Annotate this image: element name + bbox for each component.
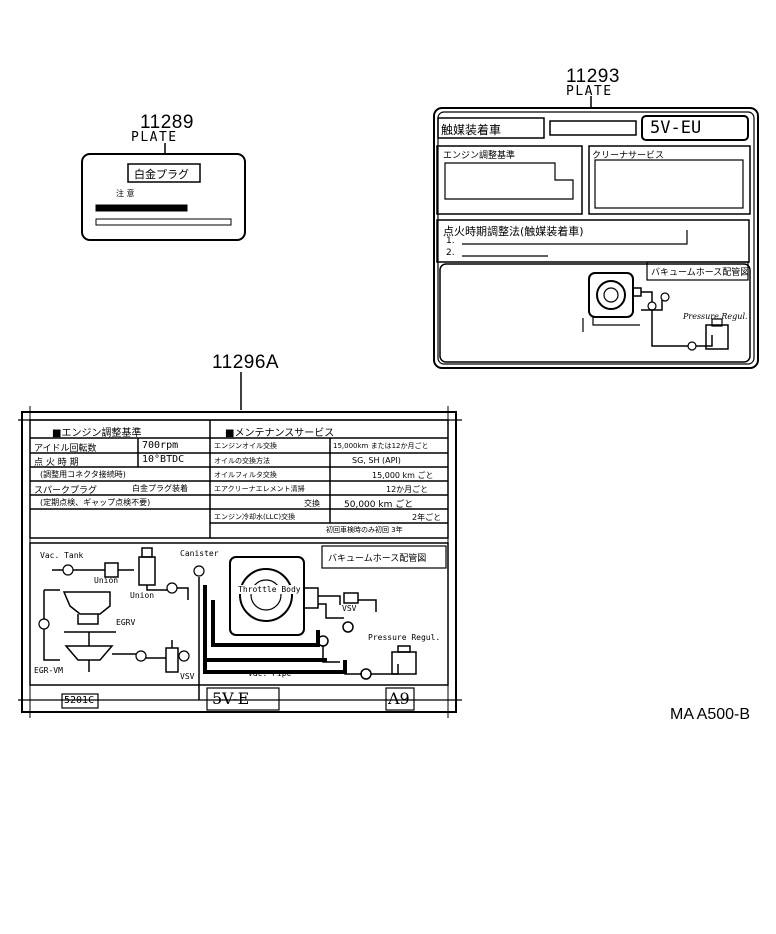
- right-row-value: 50,000 km ごと: [344, 500, 414, 510]
- plate-11293-ign-row1: 1.: [446, 236, 455, 246]
- part-number-11293: 11293: [566, 66, 620, 87]
- label-throttle-body: Throttle Body: [238, 585, 301, 594]
- part-number-11296A: 11296A: [212, 352, 280, 373]
- left-row-label: 点 火 時 期: [34, 458, 79, 468]
- right-row-label: 交換: [304, 499, 320, 508]
- plate-11293-box1-label: エンジン調整基準: [443, 151, 516, 161]
- right-row-label: オイルフィルタ交換: [214, 471, 277, 479]
- label-vsv-1: VSV: [180, 672, 195, 681]
- plate-label-11293: PLATE: [566, 84, 613, 99]
- plate-11293-pressure-regul: Pressure Regul.: [683, 312, 748, 321]
- plate-11289-title: 白金プラグ: [134, 168, 189, 181]
- label-union-2: Union: [130, 591, 155, 600]
- label-pressure-regul: Pressure Regul.: [368, 633, 441, 642]
- diagram-vacuum-label: バキュームホース配管図: [328, 554, 427, 564]
- left-row-label: アイドル回転数: [34, 444, 97, 454]
- label-vac-pipe: Vac. Pipe: [248, 669, 292, 678]
- table-right-header: ■メンテナンスサービス: [225, 428, 335, 439]
- left-row-label: (定期点検、ギャップ点検不要): [40, 498, 151, 507]
- left-row-label: スパークプラグ: [34, 486, 98, 496]
- left-row-label: (調整用コネクタ接続時): [40, 470, 126, 479]
- footer-engine-code: 5V-E: [212, 689, 250, 708]
- plate-label-11289: PLATE: [131, 130, 178, 145]
- right-row-label: オイルの交換方法: [214, 457, 270, 465]
- plate-11289-caution: 注 意: [116, 189, 135, 198]
- plate-11293-engine-code: 5V-EU: [650, 118, 702, 138]
- label-union-1: Union: [94, 576, 119, 585]
- left-row-value: 白金プラグ装着: [132, 484, 188, 493]
- label-vsv-2: VSV: [342, 604, 357, 613]
- label-vac-tank: Vac. Tank: [40, 551, 84, 560]
- right-row-value: 15,000km または12か月ごと: [333, 442, 429, 450]
- right-row-label: エンジンオイル交換: [214, 442, 277, 450]
- right-row-value: 15,000 km ごと: [372, 471, 434, 480]
- right-row-value: SG, SH (API): [352, 456, 401, 465]
- plate-11296A-outline: [21, 411, 457, 713]
- right-row-label: エアクリーナエレメント清掃: [214, 485, 305, 493]
- footer-left-code: 5201C: [64, 695, 95, 706]
- right-row-value: 2年ごと: [412, 513, 442, 522]
- plate-11293-ign-row2: 2.: [446, 248, 455, 258]
- label-egrv: EGRV: [116, 618, 136, 627]
- plate-11289-outline: [81, 153, 246, 241]
- left-row-value: 700rpm: [142, 440, 179, 451]
- plate-11293-outline: [433, 107, 759, 369]
- footer-right-code: A9: [388, 689, 410, 708]
- part-number-11289: 11289: [140, 112, 194, 133]
- right-row-value: 12か月ごと: [386, 485, 429, 494]
- table-left-header: ■エンジン調整基準: [52, 428, 142, 439]
- reference-code: MA A500-B: [670, 706, 751, 723]
- plate-11293-vacuum-label: バキュームホース配管図: [651, 268, 750, 278]
- right-row-value: 初回車検時のみ初回 3年: [326, 526, 403, 534]
- label-canister: Canister: [180, 549, 219, 558]
- left-row-value: 10°BTDC: [142, 454, 185, 465]
- right-row-label: エンジン冷却水(LLC)交換: [214, 513, 296, 521]
- plate-11293-ignition-label: 点火時期調整法(触媒装着車): [443, 225, 584, 238]
- plate-11293-box2-label: クリーナサービス: [592, 151, 665, 161]
- label-egr-vm: EGR-VM: [34, 666, 63, 675]
- plate-11293-header: 触媒装着車: [441, 123, 502, 137]
